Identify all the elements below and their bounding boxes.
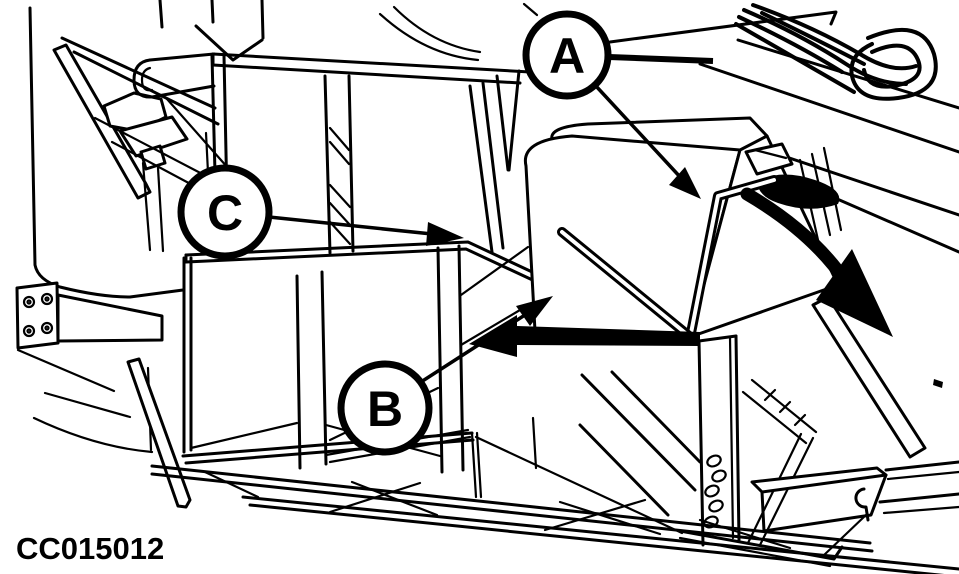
bottom-right-structure	[678, 295, 959, 568]
callout-arrow-c	[267, 215, 464, 246]
callout-circle-b	[337, 360, 433, 456]
retaining-rod-straight	[557, 227, 694, 341]
callout-a: A	[522, 10, 612, 100]
upper-shelf	[210, 2, 539, 255]
callout-b: B	[337, 360, 433, 456]
bottom-rails	[150, 370, 959, 574]
wire-harness	[734, 3, 938, 101]
callout-arrow-b	[419, 296, 553, 384]
callout-label-a: A	[549, 28, 585, 84]
slide-left-arrow	[469, 315, 700, 357]
callout-c: C	[177, 164, 273, 260]
callout-label-c: C	[207, 185, 243, 241]
callout-circle-c	[177, 164, 273, 260]
callout-arrow-a	[593, 83, 701, 199]
rotate-down-arrow	[740, 187, 893, 337]
retaining-rod-bent	[686, 175, 779, 338]
callout-circle-a	[522, 10, 612, 100]
callout-label-b: B	[367, 381, 403, 437]
left-structure	[15, 0, 265, 509]
figure-code: CC015012	[16, 531, 164, 566]
